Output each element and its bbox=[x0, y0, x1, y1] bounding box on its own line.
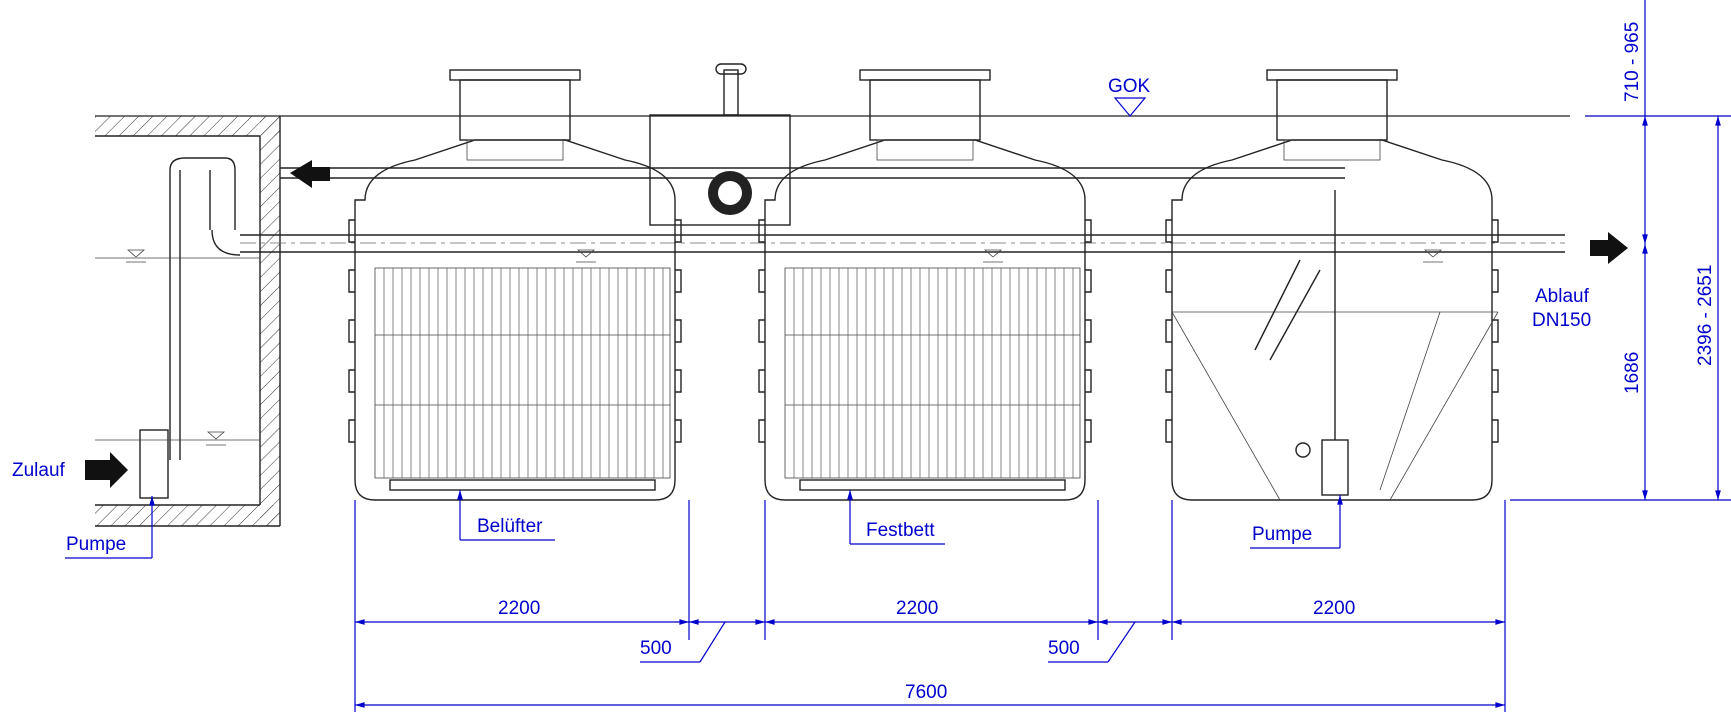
water-levels bbox=[126, 249, 1443, 446]
inflow-arrow-icon bbox=[85, 452, 128, 488]
fixed-bed-1 bbox=[374, 267, 671, 479]
dim-gap2: 500 bbox=[1048, 638, 1080, 659]
dim-tank3: 2200 bbox=[1313, 598, 1355, 619]
gok-label: GOK bbox=[1108, 76, 1151, 97]
dim-tank1: 2200 bbox=[498, 598, 540, 619]
pump-left-label: Pumpe bbox=[66, 534, 126, 555]
festbett-label: Festbett bbox=[866, 520, 935, 541]
dim-total-height: 2396 - 2651 bbox=[1695, 265, 1716, 366]
pipes bbox=[240, 167, 1565, 253]
outflow-arrow-icon bbox=[1590, 232, 1628, 264]
blower bbox=[649, 63, 791, 226]
zulauf-label: Zulauf bbox=[12, 460, 66, 481]
dim-tank2: 2200 bbox=[896, 598, 938, 619]
tank-2 bbox=[758, 69, 1092, 501]
pump-shaft bbox=[95, 116, 281, 527]
dim-cover-height: 710 - 965 bbox=[1622, 22, 1643, 102]
dim-gap1: 500 bbox=[640, 638, 672, 659]
gok-marker-icon bbox=[1113, 97, 1147, 117]
dimension-lines bbox=[65, 0, 1731, 712]
tank-3 bbox=[1165, 69, 1499, 501]
dn-label: DN150 bbox=[1532, 310, 1591, 331]
dim-water-depth: 1686 bbox=[1622, 352, 1643, 394]
ablauf-label: Ablauf bbox=[1535, 286, 1590, 307]
dim-total: 7600 bbox=[905, 682, 947, 703]
fixed-bed-2 bbox=[784, 267, 1081, 479]
return-arrow-icon bbox=[290, 160, 330, 188]
beluefter-label: Belüfter bbox=[477, 516, 543, 537]
pump-right-label: Pumpe bbox=[1252, 524, 1312, 545]
tank-1 bbox=[348, 69, 682, 501]
